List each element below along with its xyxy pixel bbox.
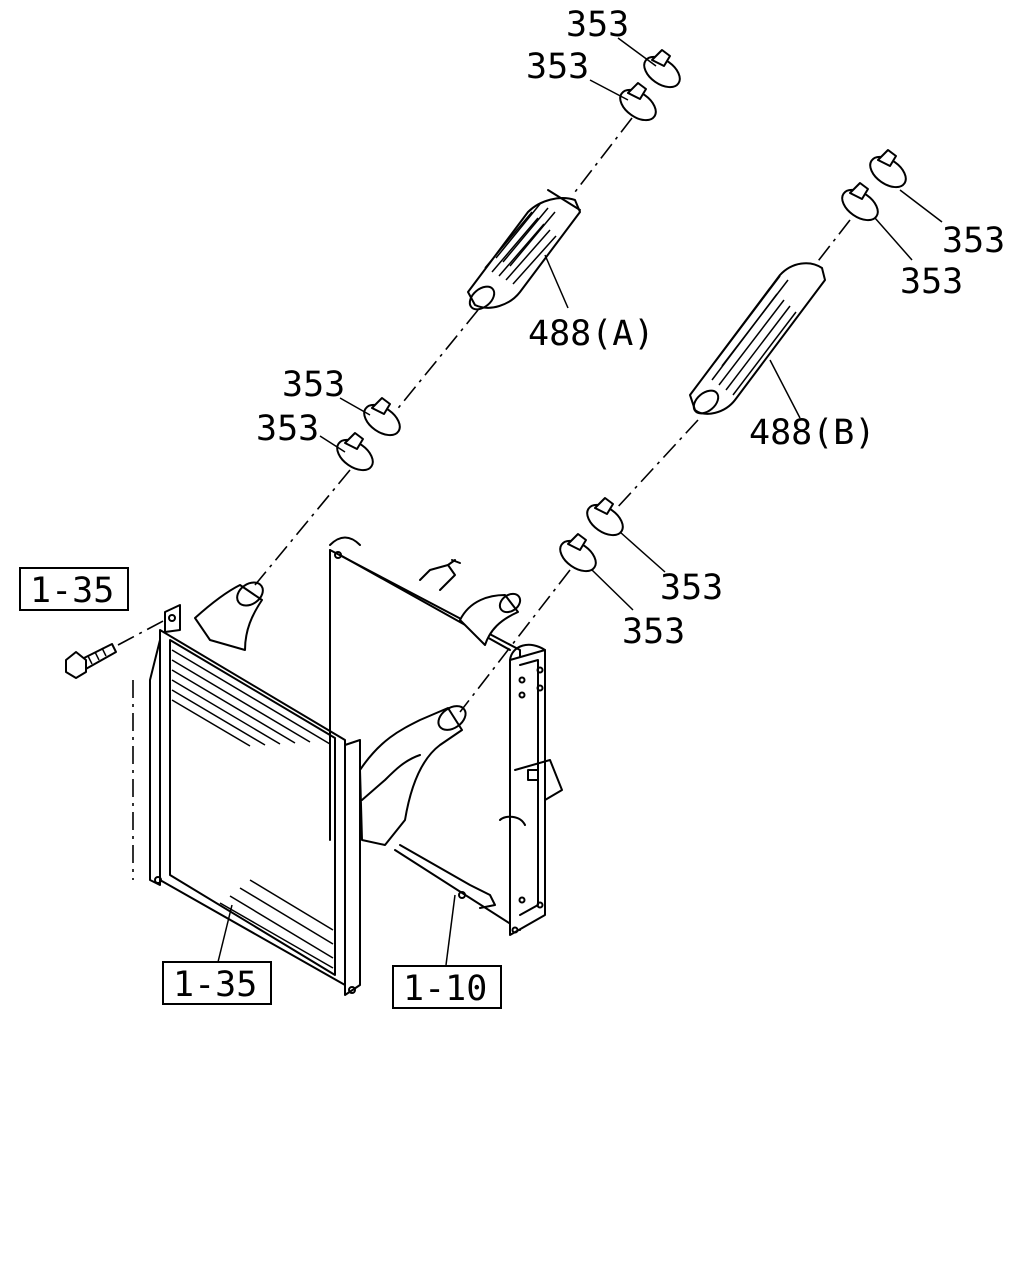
- leader-lines: [217, 37, 943, 966]
- label-488b: 488(B): [749, 413, 875, 453]
- hose-b: [689, 262, 826, 415]
- intercooler: [149, 581, 467, 996]
- label-353-7: 353: [660, 568, 723, 608]
- clamp-5: [869, 149, 907, 189]
- clamps: [336, 49, 907, 573]
- label-353-5: 353: [942, 221, 1005, 261]
- label-488a: 488(A): [528, 314, 654, 354]
- label-353-1: 353: [566, 5, 629, 45]
- clamp-2: [619, 82, 657, 122]
- clamp-7: [586, 497, 624, 537]
- label-353-4: 353: [256, 409, 319, 449]
- radiator: [329, 536, 563, 936]
- hose-a: [467, 189, 581, 311]
- label-353-8: 353: [622, 612, 685, 652]
- clamp-8: [559, 533, 597, 573]
- clamp-1: [643, 49, 681, 89]
- clamp-4: [336, 432, 374, 472]
- ref-box-radiator: 1-10: [392, 965, 502, 1009]
- ref-box-bolt: 1-35: [19, 567, 129, 611]
- clamp-3: [363, 397, 401, 437]
- label-353-6: 353: [900, 262, 963, 302]
- assembly-lines: [117, 117, 851, 880]
- label-353-2: 353: [526, 47, 589, 87]
- label-353-3: 353: [282, 365, 345, 405]
- ref-label-radiator: 1-10: [403, 969, 487, 1009]
- labels: 353 353 353 353 353 353 353 353 488(A) 4…: [256, 5, 1005, 652]
- bolt: [65, 643, 117, 679]
- ref-box-cooler: 1-35: [162, 961, 272, 1005]
- clamp-6: [841, 182, 879, 222]
- ref-label-bolt: 1-35: [30, 571, 114, 611]
- ref-label-cooler: 1-35: [173, 965, 257, 1005]
